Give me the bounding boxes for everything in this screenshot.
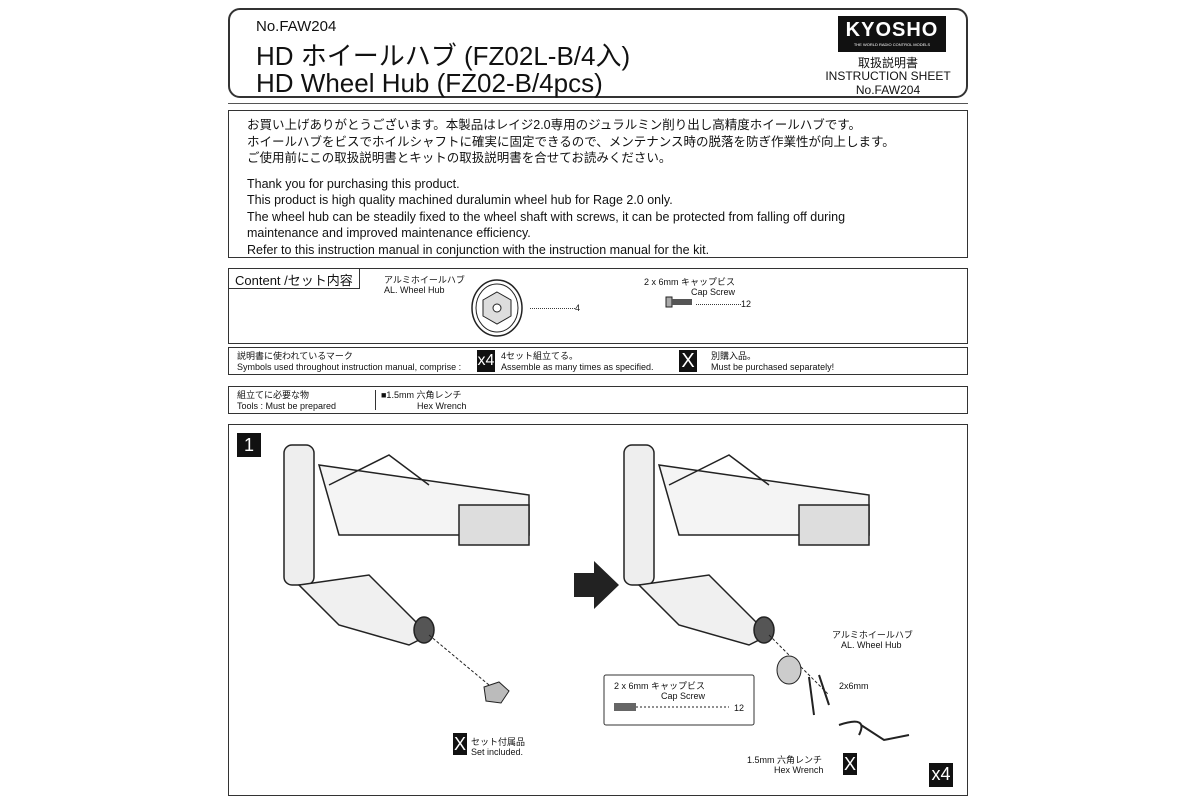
intro-en-line: The wheel hub can be steadily fixed to t… xyxy=(247,209,846,224)
screw-label-en: Cap Screw xyxy=(691,287,736,297)
content-label: Content /セット内容 xyxy=(229,269,360,289)
x4-jp: 4セット組立てる。 xyxy=(501,351,579,361)
chassis-right xyxy=(623,444,870,646)
sheet-no: No.FAW204 xyxy=(855,83,921,97)
intro-jp-line: お買い上げありがとうございます。本製品はレイジ2.0専用のジュラルミン削り出し高… xyxy=(247,118,862,132)
x-en: Must be purchased separately! xyxy=(711,362,835,372)
intro-en-line: This product is high quality machined du… xyxy=(247,193,673,207)
x4-en: Assemble as many times as specified. xyxy=(501,362,654,372)
wheel-hub-icon xyxy=(776,655,802,685)
tools-section: 組立てに必要な物 Tools : Must be prepared ■1.5mm… xyxy=(228,386,968,414)
screw-label-jp: 2 x 6mm キャップビス xyxy=(644,277,736,287)
set-included-jp: セット付属品 xyxy=(471,737,526,747)
divider xyxy=(375,390,376,410)
hub-label-en: AL. Wheel Hub xyxy=(384,285,445,295)
cap-screw-icon xyxy=(665,296,692,308)
intro-jp-line: ホイールハブをビスでホイルシャフトに確実に固定できるので、メンテナンス時の脱落を… xyxy=(247,134,895,149)
sheet-en: INSTRUCTION SHEET xyxy=(825,69,951,83)
intro-en-line: maintenance and improved maintenance eff… xyxy=(247,226,531,240)
set-included-badge: X xyxy=(453,733,467,755)
tools-jp: 組立てに必要な物 xyxy=(237,390,310,400)
x-jp: 別購入品。 xyxy=(711,351,757,361)
hub-label-jp: アルミホイールハブ xyxy=(832,630,913,640)
tool-en: Hex Wrench xyxy=(417,401,467,411)
wheel-hub-icon xyxy=(471,279,523,337)
screw-qty: 12 xyxy=(734,703,745,713)
header: No.FAW204 HD ホイールハブ (FZ02L-B/4入) HD Whee… xyxy=(228,8,968,98)
assembly-diagram xyxy=(283,444,910,742)
cap-screw-icon xyxy=(614,703,636,711)
chassis-left xyxy=(283,444,530,646)
symbols-en: Symbols used throughout instruction manu… xyxy=(237,362,462,372)
dash-line xyxy=(428,634,490,686)
content-section: Content /セット内容 アルミホイールハブ AL. Wheel Hub ·… xyxy=(228,268,968,344)
tools-en: Tools : Must be prepared xyxy=(237,401,337,411)
screw-label-en: Cap Screw xyxy=(661,691,706,701)
intro-en-line: Refer to this instruction manual in conj… xyxy=(247,242,710,257)
sheet-jp: 取扱説明書 xyxy=(857,56,918,70)
intro-text: お買い上げありがとうございます。本製品はレイジ2.0専用のジュラルミン削り出し高… xyxy=(228,110,968,258)
x-badge: X xyxy=(679,350,697,372)
product-number: No.FAW204 xyxy=(256,18,337,35)
hub-label-jp: アルミホイールハブ xyxy=(384,275,465,285)
intro-jp-line: ご使用前にこの取扱説明書とキットの取扱説明書を合せてお読みください。 xyxy=(247,151,672,165)
hex-wrench-icon xyxy=(838,720,910,742)
screw-label-jp: 2 x 6mm キャップビス xyxy=(614,681,706,691)
step-1-panel: 1 X セット付属品 Set included. アルミホイール xyxy=(228,424,968,796)
set-included-en: Set included. xyxy=(471,747,524,757)
title-jp: HD ホイールハブ (FZ02L-B/4入) xyxy=(256,41,631,71)
symbols-jp: 説明書に使われているマーク xyxy=(237,351,353,361)
symbols-section: 説明書に使われているマーク Symbols used throughout in… xyxy=(228,347,968,375)
repeat-x4-badge: x4 xyxy=(929,763,953,787)
title-en: HD Wheel Hub (FZ02-B/4pcs) xyxy=(256,68,603,98)
step-number: 1 xyxy=(237,433,261,457)
hub-label-en: AL. Wheel Hub xyxy=(841,640,902,650)
divider xyxy=(228,103,968,104)
wrench-en: Hex Wrench xyxy=(774,765,824,775)
screw-size: 2x6mm xyxy=(839,681,869,691)
tool-jp: ■1.5mm 六角レンチ xyxy=(381,390,462,400)
intro-en-line: Thank you for purchasing this product. xyxy=(247,176,460,191)
screw-qty: ·······················12 xyxy=(695,299,751,309)
hub-nut-icon xyxy=(483,681,510,704)
arrow-right-icon xyxy=(574,561,619,609)
x4-badge: x4 xyxy=(477,350,495,372)
wrench-separate-badge: X xyxy=(843,753,857,775)
wrench-jp: 1.5mm 六角レンチ xyxy=(747,755,823,765)
hub-qty: ·······················4 xyxy=(529,303,580,313)
